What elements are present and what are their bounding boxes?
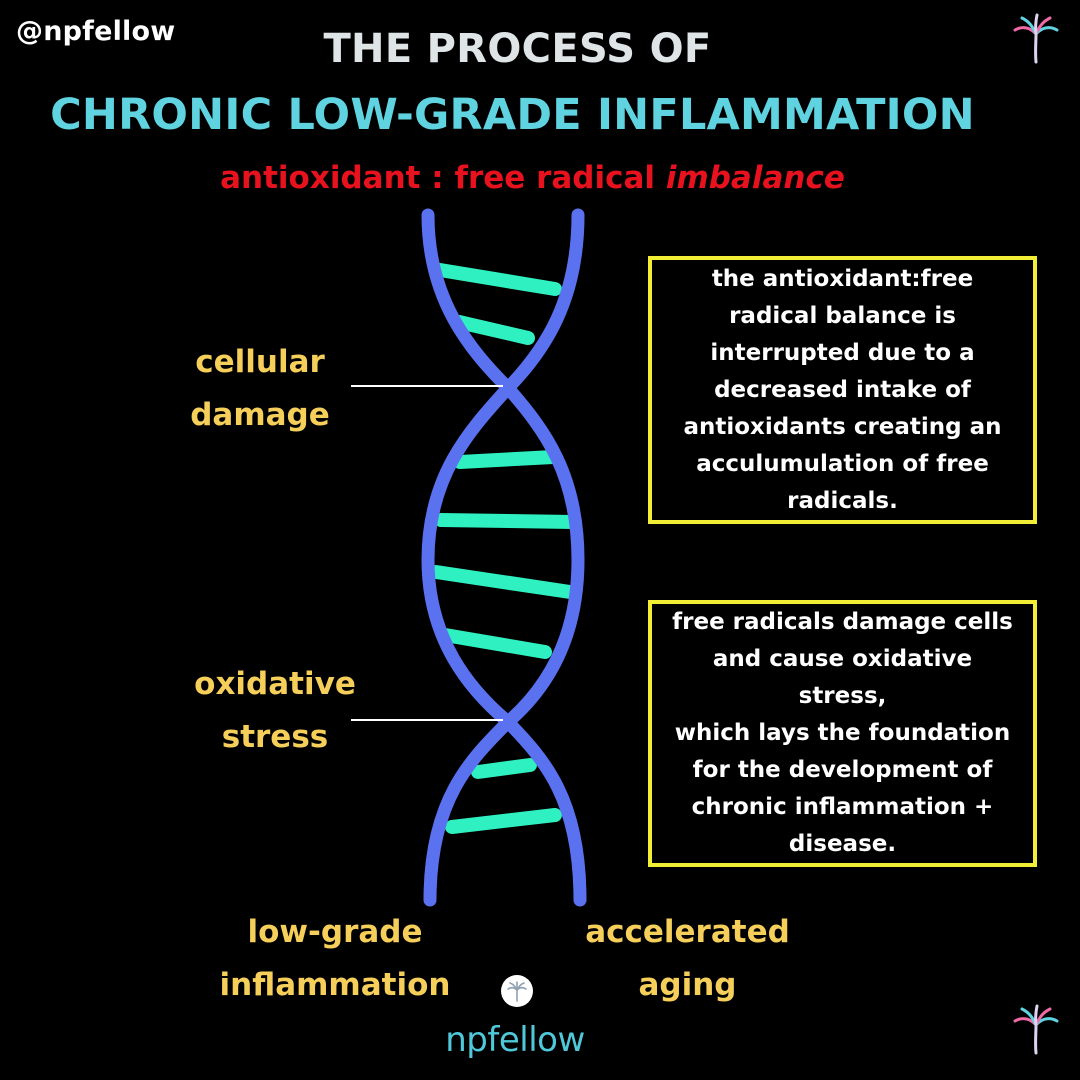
info-box-line: which lays the foundation	[674, 720, 1011, 746]
connector-line-oxidative-stress	[351, 719, 503, 721]
info-box-line: decreased intake of	[714, 376, 971, 403]
info-box-line: chronic inflammation +	[691, 794, 994, 820]
palm-logo-icon	[501, 975, 533, 1007]
label-oxidative-stress: oxidative stress	[170, 658, 380, 764]
info-box-line: and cause oxidative stress,	[712, 646, 973, 709]
title-line-1: THE PROCESS OF	[323, 26, 712, 72]
dna-rung	[429, 565, 577, 599]
label-line: stress	[221, 719, 329, 755]
dna-rung	[453, 450, 560, 469]
label-line: inflammation	[219, 967, 451, 1003]
palm-tree-icon	[1013, 1004, 1059, 1055]
label-line: low-grade	[247, 914, 423, 950]
dna-rung	[445, 808, 562, 834]
label-line: damage	[190, 397, 330, 433]
subtitle-emphasis: imbalance	[665, 160, 845, 196]
info-box-text: the antioxidant:free radical balance is …	[683, 261, 1001, 520]
info-box-line: acculumulation of free	[696, 450, 989, 477]
label-line: accelerated	[585, 914, 790, 950]
label-line: cellular	[195, 344, 325, 380]
brand-logo-text: npfellow	[445, 1020, 585, 1060]
title-line-2: CHRONIC LOW-GRADE INFLAMMATION	[50, 90, 975, 140]
dna-rung	[471, 758, 537, 779]
info-box-line: the antioxidant:free	[711, 265, 974, 292]
info-box-line: interrupted due to a	[710, 339, 975, 366]
dna-rung	[452, 315, 535, 345]
subtitle-prefix: antioxidant : free radical	[220, 160, 666, 196]
label-low-grade-inflammation: low-grade inflammation	[205, 906, 465, 1012]
label-accelerated-aging: accelerated aging	[575, 906, 800, 1012]
connector-line-cellular-damage	[351, 385, 503, 387]
info-box-oxidative-stress: free radicals damage cells and cause oxi…	[648, 600, 1037, 867]
dna-rung	[433, 263, 562, 296]
dna-strand-right	[421, 208, 587, 907]
info-box-antioxidant-balance: the antioxidant:free radical balance is …	[648, 256, 1037, 524]
label-line: oxidative	[194, 666, 356, 702]
label-line: aging	[638, 967, 737, 1003]
subtitle: antioxidant : free radical imbalance	[0, 160, 1065, 196]
dna-strand-left	[421, 208, 585, 907]
instagram-handle: @npfellow	[16, 16, 176, 47]
info-box-line: free radicals damage cells	[672, 609, 1013, 635]
dna-rung	[438, 628, 552, 659]
info-box-text: free radicals damage cells and cause oxi…	[666, 604, 1019, 863]
dna-strands	[421, 208, 587, 907]
palm-tree-icon	[1013, 13, 1059, 64]
dna-rungs	[429, 263, 580, 834]
dna-rung	[434, 513, 580, 529]
info-box-line: antioxidants creating an	[683, 413, 1002, 440]
info-box-line: disease.	[788, 831, 897, 857]
info-box-line: for the development of	[692, 757, 993, 783]
info-box-line: radicals.	[787, 487, 898, 514]
info-box-line: radical balance is	[729, 302, 956, 329]
label-cellular-damage: cellular damage	[175, 336, 345, 442]
